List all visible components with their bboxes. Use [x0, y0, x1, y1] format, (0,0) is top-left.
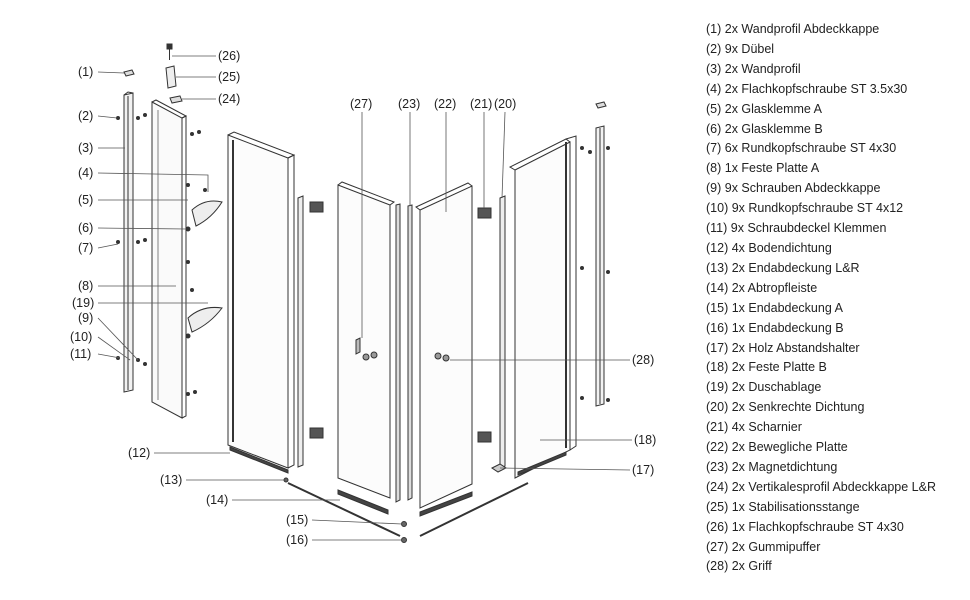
- fixed-plate-a: [151, 99, 188, 419]
- leader-lines: [97, 55, 632, 541]
- stabilisation-bar: [165, 65, 177, 89]
- fixed-plate-b-right: [508, 135, 577, 479]
- callout-23: (23): [398, 97, 420, 111]
- callout-27: (27): [350, 97, 372, 111]
- callout-21: (21): [470, 97, 492, 111]
- legend-item: (2) 9x Dübel: [706, 41, 775, 56]
- hinge-right-bottom: [477, 431, 492, 443]
- shower-shelf-bottom: [187, 307, 223, 333]
- hinge-left-top: [309, 201, 324, 213]
- callout-labels: (1) (2) (3) (4) (5) (6) (7) (8) (19) (9)…: [70, 49, 656, 547]
- callout-6: (6): [78, 221, 93, 235]
- drip-strip-right: [419, 491, 473, 517]
- profile-cap-top: [169, 95, 183, 104]
- profile-cap-right: [595, 101, 607, 109]
- hinge-right-top: [477, 207, 492, 219]
- legend-item: (16) 1x Endabdeckung B: [706, 320, 844, 335]
- legend-item: (26) 1x Flachkopfschraube ST 4x30: [706, 519, 904, 534]
- legend-item: (23) 2x Magnetdichtung: [706, 459, 838, 474]
- legend-item: (8) 1x Feste Platte A: [706, 161, 820, 176]
- legend-item: (3) 2x Wandprofil: [706, 61, 801, 76]
- floor-edge-right: [419, 482, 529, 537]
- wall-profile-cap: [123, 69, 135, 77]
- callout-5: (5): [78, 193, 93, 207]
- callout-13: (13): [160, 473, 182, 487]
- callout-24: (24): [218, 92, 240, 106]
- moving-plate-left: [337, 181, 396, 499]
- legend-item: (14) 2x Abtropfleiste: [706, 280, 818, 295]
- fixed-plate-b-left: [227, 131, 296, 469]
- callout-12: (12): [128, 446, 150, 460]
- legend-item: (12) 4x Bodendichtung: [706, 240, 832, 255]
- top-screw: [166, 43, 173, 60]
- callout-18: (18): [634, 433, 656, 447]
- legend-item: (25) 1x Stabilisationsstange: [706, 499, 860, 514]
- callout-4: (4): [78, 166, 93, 180]
- legend-item: (20) 2x Senkrechte Dichtung: [706, 400, 865, 415]
- legend-item: (27) 2x Gummipuffer: [706, 539, 821, 554]
- right-wall-profile: [595, 125, 605, 407]
- legend-item: (13) 2x Endabdeckung L&R: [706, 260, 860, 275]
- legend-item: (10) 9x Rundkopfschraube ST 4x12: [706, 201, 904, 216]
- legend-item: (9) 9x Schrauben Abdeckkappe: [706, 181, 881, 196]
- callout-25: (25): [218, 70, 240, 84]
- legend-item: (4) 2x Flachkopfschraube ST 3.5x30: [706, 81, 908, 96]
- legend-item: (1) 2x Wandprofil Abdeckkappe: [706, 22, 880, 36]
- end-cap-15: [401, 521, 407, 527]
- magnetic-seal-right: [407, 204, 413, 501]
- parts-legend: (1) 2x Wandprofil Abdeckkappe (2) 9x Düb…: [706, 20, 966, 577]
- handle-right: [434, 352, 450, 362]
- parts-drawing: [123, 43, 607, 543]
- legend-item: (7) 6x Rundkopfschraube ST 4x30: [706, 141, 897, 156]
- legend-item: (5) 2x Glasklemme A: [706, 101, 823, 116]
- bottom-seal-left: [229, 446, 289, 474]
- floor-edge-left: [287, 482, 401, 537]
- callout-28: (28): [632, 353, 654, 367]
- legend-item: (19) 2x Duschablage: [706, 380, 822, 395]
- callout-2: (2): [78, 109, 93, 123]
- callout-16: (16): [286, 533, 308, 547]
- handle-left: [362, 351, 378, 361]
- rubber-buffer-left: [355, 337, 361, 355]
- legend-item: (28) 2x Griff: [706, 559, 772, 574]
- callout-17: (17): [632, 463, 654, 477]
- vertical-seal-right: [499, 195, 506, 469]
- moving-plate-right: [415, 182, 473, 509]
- end-cap-16: [401, 537, 407, 543]
- hinge-left-bottom: [309, 427, 324, 439]
- legend-item: (24) 2x Vertikalesprofil Abdeckkappe L&R: [706, 479, 936, 494]
- callout-22: (22): [434, 97, 456, 111]
- legend-item: (21) 4x Scharnier: [706, 420, 802, 435]
- callout-10: (10): [70, 330, 92, 344]
- shower-shelf-top: [191, 200, 223, 227]
- callout-14: (14): [206, 493, 228, 507]
- legend-item: (18) 2x Feste Platte B: [706, 360, 827, 375]
- callout-8: (8): [78, 279, 93, 293]
- drip-strip-left: [337, 489, 389, 515]
- callout-9: (9): [78, 311, 93, 325]
- legend-item: (17) 2x Holz Abstandshalter: [706, 340, 860, 355]
- callout-7: (7): [78, 241, 93, 255]
- callout-11: (11): [70, 347, 91, 361]
- legend-item: (15) 1x Endabdeckung A: [706, 300, 843, 315]
- left-wall-profile: [123, 91, 134, 393]
- callout-26: (26): [218, 49, 240, 63]
- callout-15: (15): [286, 513, 308, 527]
- bottom-seal-right: [517, 451, 567, 476]
- exploded-assembly-diagram: (1) (2) (3) (4) (5) (6) (7) (8) (19) (9)…: [70, 43, 656, 547]
- legend-item: (6) 2x Glasklemme B: [706, 121, 823, 136]
- callout-3: (3): [78, 141, 93, 155]
- callout-1: (1): [78, 65, 93, 79]
- callout-20: (20): [494, 97, 516, 111]
- legend-item: (22) 2x Bewegliche Platte: [706, 440, 848, 455]
- magnetic-seal-left: [395, 203, 401, 503]
- legend-item: (11) 9x Schraubdeckel Klemmen: [706, 221, 887, 236]
- moving-door-left: [297, 195, 304, 468]
- callout-19: (19): [72, 296, 94, 310]
